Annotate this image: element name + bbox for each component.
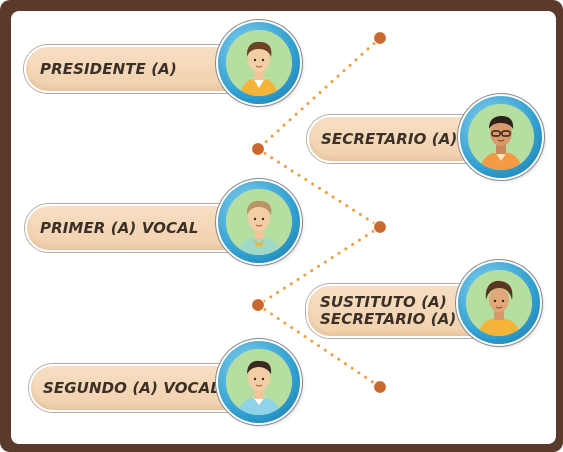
- role-sustituto-label-line-2: SECRETARIO (A): [320, 310, 457, 328]
- role-segundo-vocal-portrait-frame: [218, 341, 300, 423]
- role-secretario-label: SECRETARIO (A): [321, 129, 458, 148]
- person-portrait-icon: [466, 270, 532, 336]
- role-segundo-vocal-label: SEGUNDO (A) VOCAL: [43, 378, 221, 397]
- role-primer-vocal-label: PRIMER (A) VOCAL: [40, 218, 199, 237]
- role-presidente-portrait-frame: [218, 22, 300, 104]
- role-primer-vocal: PRIMER (A) VOCAL: [0, 0, 552, 263]
- role-secretario-label-box: SECRETARIO (A): [307, 115, 477, 163]
- role-sustituto-secretario: SUSTITUTO (A) SECRETARIO (A): [0, 0, 552, 344]
- role-segundo-vocal: SEGUNDO (A) VOCAL: [0, 0, 552, 423]
- role-sustituto-secretario-text: SUSTITUTO (A) SECRETARIO (A): [320, 294, 456, 328]
- person-portrait-icon: [226, 189, 292, 255]
- person-portrait-icon: [226, 30, 292, 96]
- role-segundo-vocal-label-box: SEGUNDO (A) VOCAL: [29, 364, 247, 412]
- role-secretario-portrait-frame: [460, 96, 542, 178]
- role-sustituto-label-line-1: SUSTITUTO (A): [320, 293, 447, 311]
- role-presidente-label: PRESIDENTE (A): [40, 59, 177, 78]
- role-presidente-label-box: PRESIDENTE (A): [24, 45, 246, 93]
- role-primer-vocal-label-box: PRIMER (A) VOCAL: [25, 204, 247, 252]
- person-portrait-icon: [226, 349, 292, 415]
- person-portrait-icon: [468, 104, 534, 170]
- role-sustituto-secretario-label-box: SUSTITUTO (A) SECRETARIO (A): [306, 284, 482, 338]
- role-secretario: SECRETARIO (A): [0, 0, 552, 178]
- role-primer-vocal-portrait-frame: [218, 181, 300, 263]
- role-presidente: PRESIDENTE (A): [0, 0, 552, 104]
- role-sustituto-secretario-portrait-frame: [458, 262, 540, 344]
